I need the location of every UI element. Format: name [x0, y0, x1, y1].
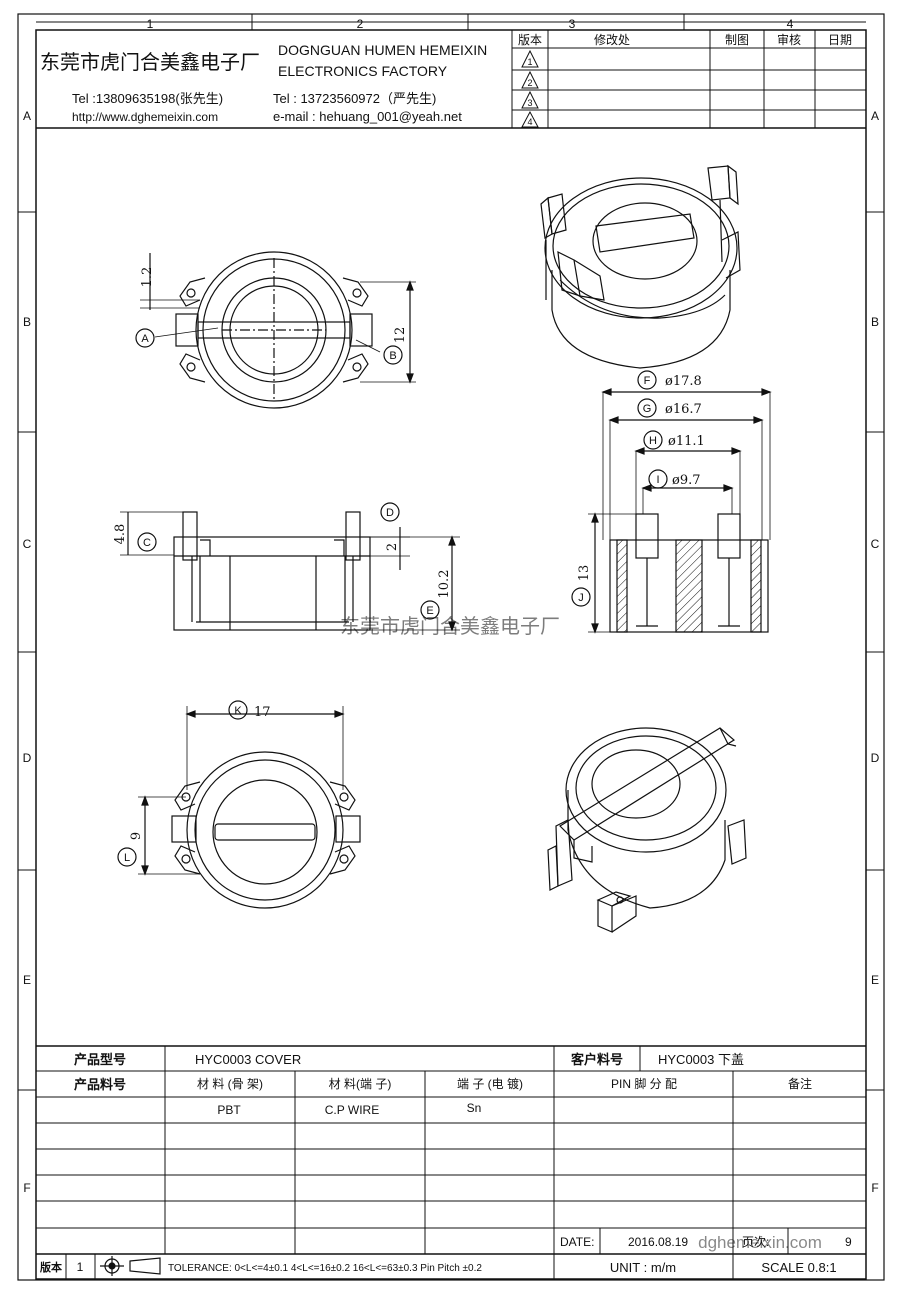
material-bobbin-label: 材 料 (骨 架) [197, 1077, 263, 1091]
col-label-1: 1 [147, 17, 154, 31]
callout-d: D [386, 507, 394, 519]
customer-part-value: HYC0003 下盖 [658, 1052, 744, 1067]
row-label-b-right: B [871, 315, 879, 329]
side-view [120, 502, 460, 632]
watermark-center: 东莞市虎门合美鑫电子厂 [340, 615, 560, 638]
svg-text:2: 2 [527, 78, 532, 88]
rev-header-change: 修改处 [594, 32, 630, 47]
dim-label-17: 17 [254, 705, 271, 720]
sheet-value: 9 [845, 1235, 852, 1249]
callout-l: L [124, 852, 130, 864]
row-label-f-right: F [871, 1181, 878, 1195]
col-label-4: 4 [787, 17, 794, 31]
date-value: 2016.08.19 [628, 1235, 688, 1249]
callout-b: B [389, 350, 396, 362]
rev-triangle-4: 4 [521, 110, 539, 128]
product-part-label: 产品料号 [74, 1077, 126, 1092]
contact-tel-1: Tel :13809635198(张先生) [72, 91, 223, 106]
material-bobbin-value: PBT [217, 1103, 241, 1117]
watermark-corner: dghemeixin.com [698, 1233, 822, 1252]
drawing-frame [17, 13, 885, 1281]
row-label-d-right: D [871, 751, 880, 765]
version-value: 1 [77, 1260, 84, 1274]
dim-label-16-7: ø16.7 [665, 402, 702, 417]
company-name-en-2: ELECTRONICS FACTORY [278, 63, 448, 79]
product-model-label: 产品型号 [74, 1052, 126, 1067]
callout-c: C [143, 537, 151, 549]
pin-assignment-label: PIN 脚 分 配 [611, 1076, 677, 1091]
company-website: http://www.dghemeixin.com [72, 110, 218, 124]
row-label-c-left: C [23, 537, 32, 551]
unit-text: UNIT : m/m [610, 1260, 676, 1275]
header-block: 东莞市虎门合美鑫电子厂 DOGNGUAN HUMEN HEMEIXIN ELEC… [36, 42, 866, 129]
scale-text: SCALE 0.8:1 [761, 1260, 836, 1275]
dim-label-11-1: ø11.1 [668, 434, 705, 449]
product-model-value: HYC0003 COVER [195, 1052, 301, 1067]
tolerance-text: TOLERANCE: 0<L<=4±0.1 4<L<=16±0.2 16<L<=… [168, 1263, 482, 1274]
callout-a: A [141, 333, 149, 345]
callout-k: K [234, 705, 242, 717]
svg-text:3: 3 [527, 98, 532, 108]
row-label-b-left: B [23, 315, 31, 329]
rev-triangle-3: 3 [521, 90, 539, 109]
rev-header-version: 版本 [518, 33, 542, 47]
date-label: DATE: [560, 1235, 594, 1249]
material-pin-label: 材 料(端 子) [329, 1077, 392, 1091]
dim-label-10-2: 10.2 [437, 570, 452, 599]
rev-header-date: 日期 [828, 33, 852, 47]
bottom-view [117, 700, 361, 909]
row-labels: A B C D E F A B C D E F [23, 109, 880, 1195]
row-label-c-right: C [871, 537, 880, 551]
row-label-d-left: D [23, 751, 32, 765]
svg-text:1: 1 [527, 57, 532, 67]
callout-f: F [644, 375, 651, 387]
title-block-grid [36, 1045, 866, 1279]
iso-view-top [540, 164, 741, 369]
rev-triangle-2: 2 [521, 70, 539, 89]
plating-value: Sn [467, 1101, 482, 1115]
dim-label-9: 9 [129, 832, 144, 840]
col-label-3: 3 [569, 17, 576, 31]
dim-label-2: 2 [385, 543, 400, 551]
material-pin-value: C.P WIRE [325, 1103, 379, 1117]
company-name-cn: 东莞市虎门合美鑫电子厂 [40, 51, 260, 74]
customer-part-label: 客户料号 [571, 1052, 623, 1067]
section-view [571, 370, 772, 634]
plating-label: 端 子 (电 镀) [457, 1077, 523, 1091]
row-label-e-left: E [23, 973, 31, 987]
contact-tel-2: Tel : 13723560972（严先生) [273, 91, 436, 106]
dim-label-13: 13 [577, 565, 592, 582]
column-labels: 1 2 3 4 [147, 17, 794, 31]
iso-view-bottom [547, 727, 747, 933]
rev-header-drawn: 制图 [725, 33, 749, 47]
remark-label: 备注 [788, 1076, 812, 1091]
callout-i: I [656, 474, 659, 486]
col-label-2: 2 [357, 17, 364, 31]
revision-table: 版本 修改处 制图 审核 日期 1 2 3 4 [511, 30, 866, 128]
callout-e: E [426, 605, 433, 617]
callout-j: J [578, 592, 584, 604]
row-label-a-right: A [871, 109, 879, 123]
rev-header-checked: 审核 [777, 32, 801, 47]
version-label: 版本 [40, 1260, 62, 1274]
callout-h: H [649, 435, 657, 447]
callout-g: G [643, 403, 652, 415]
dim-label-1-2: 1.2 [140, 267, 155, 288]
row-label-a-left: A [23, 109, 31, 123]
company-name-en-1: DOGNGUAN HUMEN HEMEIXIN [278, 42, 487, 58]
sheet-label: 页次: [742, 1235, 769, 1249]
svg-text:4: 4 [527, 117, 532, 127]
dim-label-17-8: ø17.8 [665, 374, 702, 389]
row-label-e-right: E [871, 973, 879, 987]
rev-triangle-1: 1 [521, 49, 539, 68]
contact-email: e-mail : hehuang_001@yeah.net [273, 109, 462, 124]
row-label-f-left: F [23, 1181, 30, 1195]
dim-label-12: 12 [393, 327, 408, 344]
top-view [135, 251, 416, 409]
dim-label-4-8: 4.8 [113, 524, 128, 545]
dim-label-9-7: ø9.7 [672, 473, 701, 488]
projection-symbol-icon [100, 1256, 161, 1276]
